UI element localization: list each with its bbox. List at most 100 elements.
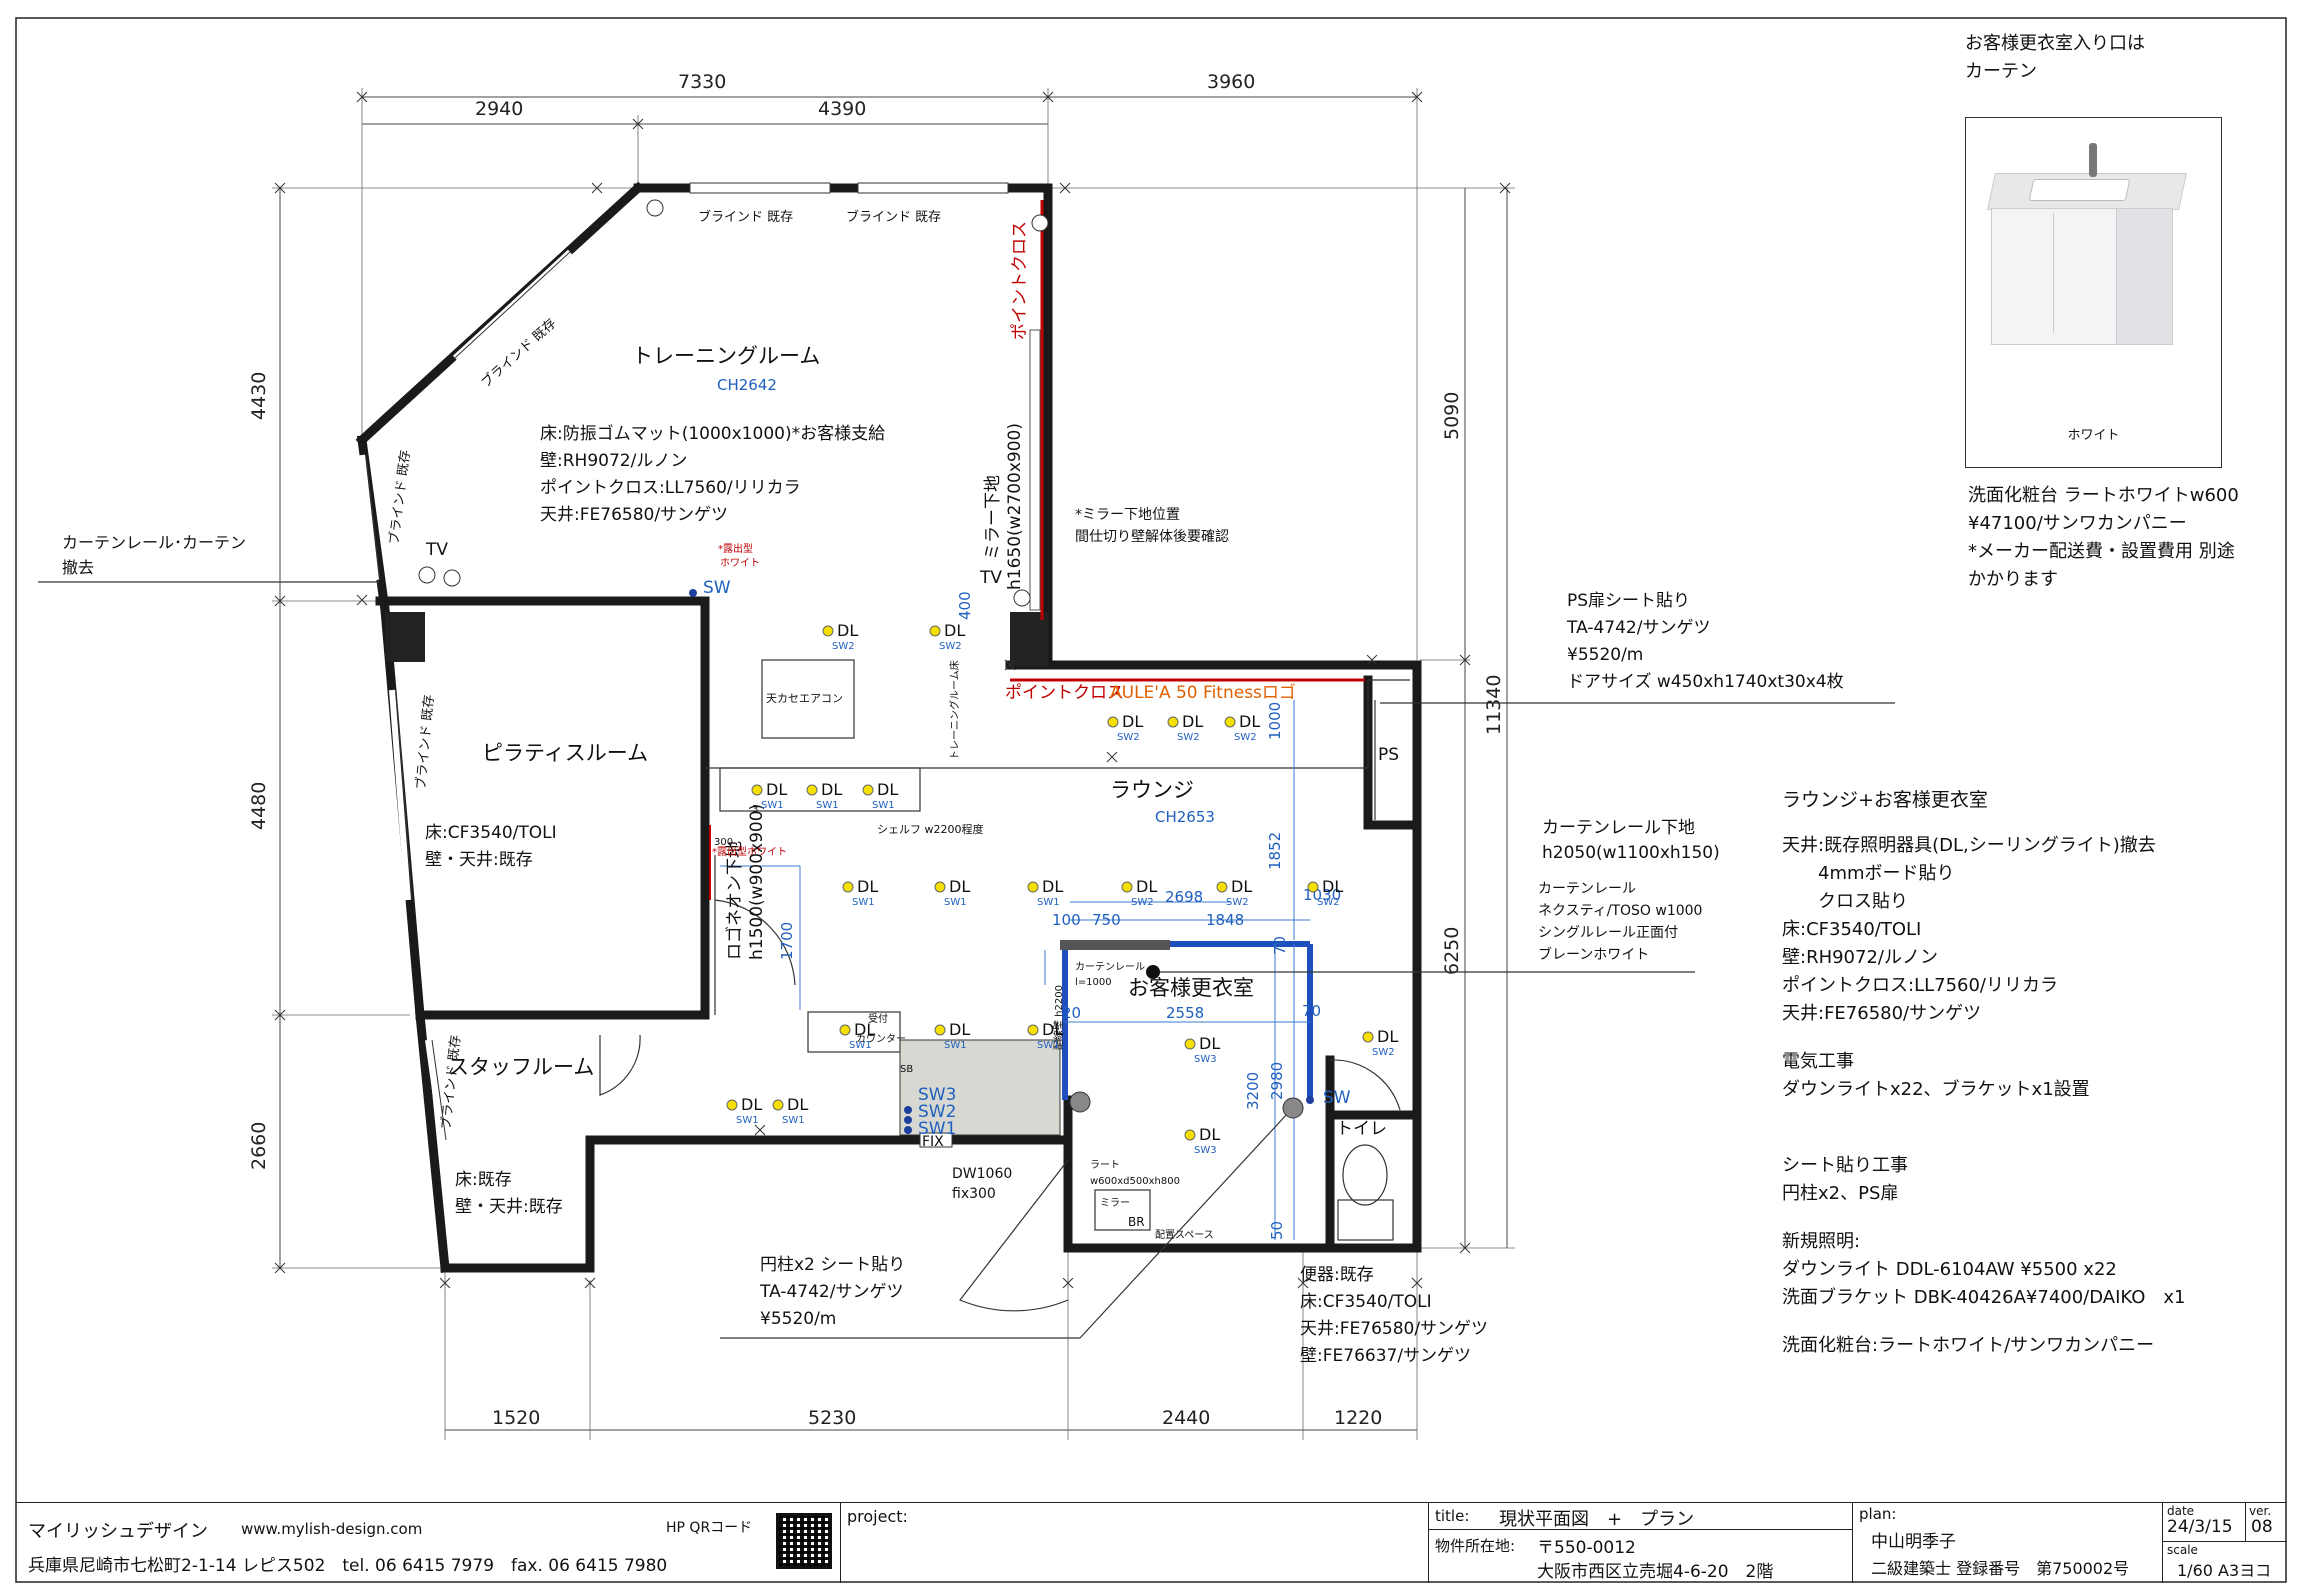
dim-1700: 1700 [778,922,796,960]
dim-3960: 3960 [1207,71,1255,93]
svg-text:シェルフ w2200程度: シェルフ w2200程度 [877,822,984,836]
dim-2980: 2980 [1268,1062,1286,1100]
dim-2558: 2558 [1166,1004,1204,1022]
svg-text:ブラインド 既存: ブラインド 既存 [413,694,437,790]
dim-6250: 6250 [1441,927,1463,975]
sink-description: 洗面化粧台 ラートホワイトw600 ¥47100/サンワカンパニー *メーカー配… [1968,485,2239,590]
downlight-label: DL [1182,712,1203,731]
svg-text:ドアサイズ w450xh1740xt30x4枚: ドアサイズ w450xh1740xt30x4枚 [1567,672,1844,692]
svg-text:SB: SB [900,1064,913,1075]
dim-5230: 5230 [808,1407,856,1429]
dim-50: 50 [1268,1221,1286,1240]
downlight-icon [1027,881,1039,893]
dim-4480: 4480 [248,782,270,830]
svg-text:間仕切り壁解体後要確認: 間仕切り壁解体後要確認 [1075,529,1229,545]
svg-text:l=1000: l=1000 [1075,977,1112,988]
downlight-label: DL [1136,877,1157,896]
planner-cell: plan: 中山明季子 二級建築士 登録番号 第750002号 [1852,1503,2163,1583]
switch-label: SW3 [1194,1145,1217,1156]
svg-text:ミラー下地: ミラー下地 [983,475,1003,560]
downlight-icon [934,881,946,893]
downlight-icon [1224,716,1236,728]
svg-text:SW: SW [1323,1088,1351,1108]
dim-2440: 2440 [1162,1407,1210,1429]
dim-70-a: 70 [1302,1002,1321,1020]
downlight-label: DL [821,780,842,799]
x-marker [754,1124,766,1136]
svg-text:壁・天井:既存: 壁・天井:既存 [425,850,533,870]
dim-3200: 3200 [1244,1072,1262,1110]
svg-text:ロゴネオン下地: ロゴネオン下地 [724,841,745,960]
downlight-label: DL [1231,877,1252,896]
elec-title: 電気工事 [1782,1051,1854,1072]
project-cell: project: [840,1503,1441,1583]
svg-text:床:CF3540/TOLI: 床:CF3540/TOLI [1300,1292,1432,1312]
room-lounge-name: ラウンジ [1110,778,1194,802]
inner-lines [599,659,1410,1312]
svg-text:ブレーンホワイト: ブレーンホワイト [1538,946,1649,963]
x-marker [1499,182,1511,194]
callout-curtain-remove: カーテンレール･カーテン 撤去 [38,533,380,583]
sink-image: ホワイト [1965,117,2222,468]
downlight-label: DL [1239,712,1260,731]
misc-labels: ブラインド 既存 ブラインド 既存 ブラインド 既存 ブラインド 既存 ブライン… [386,209,1351,1241]
light-title: 新規照明: [1782,1231,1861,1252]
x-marker [1062,1277,1074,1289]
downlight-icon [929,625,941,637]
svg-text:TV: TV [425,540,448,560]
company-url[interactable]: www.mylish-design.com [241,1520,423,1538]
x-marker [584,1277,596,1289]
dim-1220: 1220 [1334,1407,1382,1429]
dim-7330: 7330 [678,71,726,93]
downlight-icon [1121,881,1133,893]
svg-text:ポイントクロス: ポイントクロス [1010,221,1030,340]
downlight-icon [1362,1031,1374,1043]
svg-text:w600xd500xh800: w600xd500xh800 [1090,1176,1180,1187]
svg-text:壁・天井:既存: 壁・天井:既存 [455,1197,563,1217]
dim-750: 750 [1092,911,1121,929]
switch-label: SW1 [736,1115,759,1126]
svg-text:SW3: SW3 [918,1085,956,1105]
svg-text:ネクスティ/TOSO w1000: ネクスティ/TOSO w1000 [1538,903,1702,919]
x-marker [274,1009,286,1021]
reference-markers [274,91,1511,1289]
date-cell: date 24/3/15 ver. 08 scale 1/60 A3ヨコ [2162,1503,2287,1583]
switch-label: SW2 [1177,732,1200,743]
vanity-illustration [1987,143,2187,345]
switch-label: SW2 [1372,1047,1395,1058]
toilet-specs: 便器:既存 床:CF3540/TOLI 天井:FE76580/サンゲツ 壁:FE… [1300,1265,1488,1366]
qr-code[interactable] [776,1513,832,1569]
dim-1848: 1848 [1206,911,1244,929]
qr-label: HP QRコード [666,1520,753,1536]
sink-header: お客様更衣室入り口は カーテン [1965,33,2145,82]
sheet-border [15,17,2287,1583]
blue-dimensions: 2698 1848 1030 100 750 2558 3200 2980 18… [720,591,1341,1240]
svg-text:受付: 受付 [868,1012,888,1025]
svg-text:*露出型: *露出型 [718,542,753,555]
switch-label: SW2 [1117,732,1140,743]
pilates-specs: 床:CF3540/TOLI 壁・天井:既存 [425,823,557,870]
downlight-label: DL [854,1020,875,1039]
room-lounge-ch: CH2653 [1155,808,1215,826]
dim-70-b: 70 [1271,936,1289,955]
downlight-icon [842,881,854,893]
dim-4390: 4390 [818,98,866,120]
switch-label: SW2 [1317,897,1340,908]
downlight-icon [806,784,818,796]
dimension-bottom: 1520 5230 2440 1220 [444,1250,1418,1440]
sink-caption: ホワイト [2067,428,2120,443]
svg-text:カーテンレール下地: カーテンレール下地 [1542,818,1695,838]
svg-text:カウンター: カウンター [856,1033,906,1045]
svg-text:天井:FE76580/サンゲツ: 天井:FE76580/サンゲツ [1300,1319,1488,1339]
company-name: マイリッシュデザイン [28,1521,208,1542]
svg-text:床:既存: 床:既存 [455,1170,512,1190]
svg-text:ラート: ラート [1090,1159,1120,1171]
downlight-label: DL [949,877,970,896]
